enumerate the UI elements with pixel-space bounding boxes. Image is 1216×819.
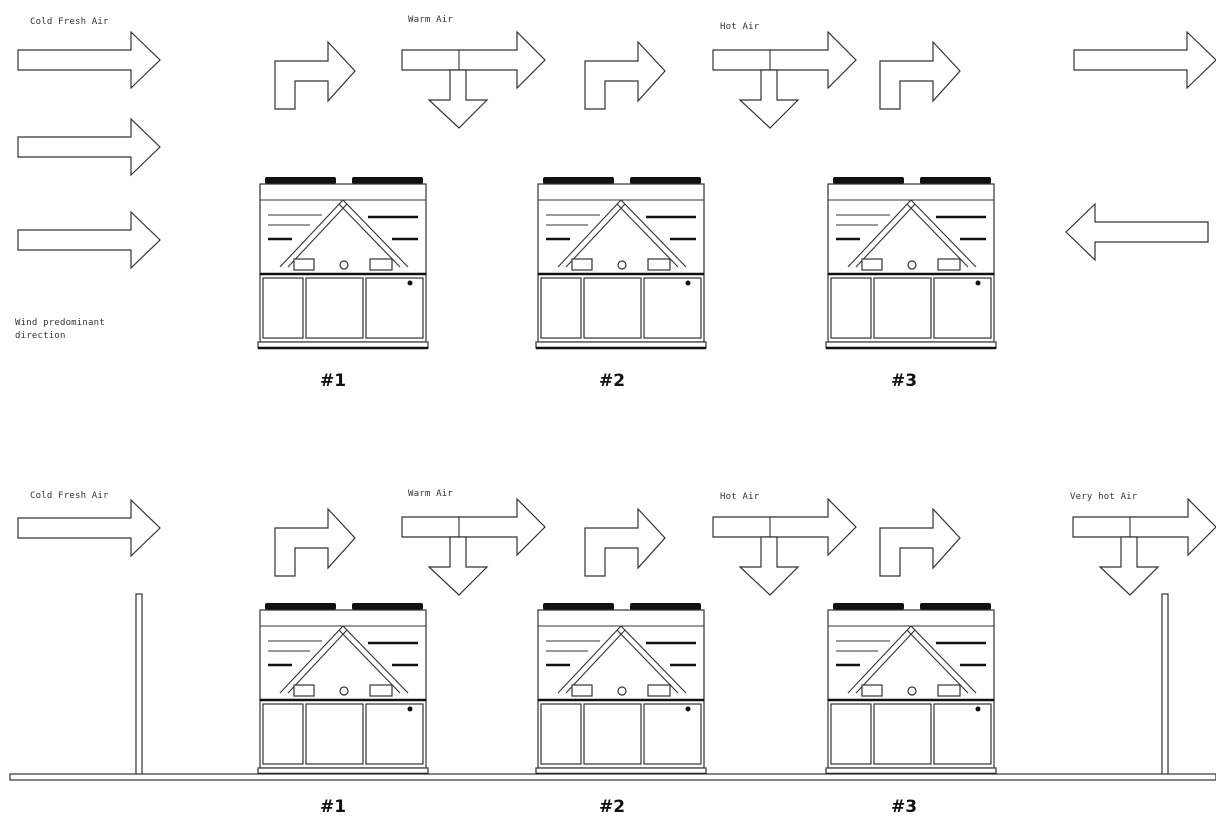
ground-line xyxy=(9,773,1216,781)
recirculation-arrow-icon xyxy=(401,31,546,129)
label-very-hot-air: Very hot Air xyxy=(1070,492,1138,502)
barrier-wall-right xyxy=(1161,593,1169,776)
chiller-unit-icon xyxy=(824,175,998,350)
recirculation-arrow-icon xyxy=(712,498,857,596)
recirculation-arrow-icon xyxy=(712,31,857,129)
unit-number-3: #3 xyxy=(891,797,917,817)
wind-arrow-icon xyxy=(1065,203,1209,261)
outflow-arrow-icon xyxy=(1073,31,1216,89)
inflow-arrow-icon xyxy=(17,499,161,557)
recirculation-arrow-icon xyxy=(401,498,546,596)
label-cold-fresh-air: Cold Fresh Air xyxy=(30,491,109,501)
barrier-wall-left xyxy=(135,593,143,776)
unit-number-2: #2 xyxy=(599,371,625,391)
bottom-diagram: Cold Fresh Air Warm Air Hot Air Very hot… xyxy=(9,489,1216,817)
rising-air-arrow-icon xyxy=(584,508,666,577)
rising-air-arrow-icon xyxy=(879,508,961,577)
label-hot-air: Hot Air xyxy=(720,22,760,32)
label-warm-air: Warm Air xyxy=(408,15,453,25)
chiller-unit-icon xyxy=(256,175,430,350)
rising-air-arrow-icon xyxy=(879,41,961,110)
rising-air-arrow-icon xyxy=(274,508,356,577)
label-warm-air: Warm Air xyxy=(408,489,453,499)
unit-number-3: #3 xyxy=(891,371,917,391)
unit-number-1: #1 xyxy=(320,371,346,391)
recirculation-arrow-icon xyxy=(1072,498,1216,596)
unit-number-2: #2 xyxy=(599,797,625,817)
chiller-unit-icon xyxy=(534,175,708,350)
rising-air-arrow-icon xyxy=(584,41,666,110)
inflow-arrow-icon xyxy=(17,211,161,269)
label-hot-air: Hot Air xyxy=(720,492,760,502)
label-wind-direction-2: direction xyxy=(15,331,66,341)
inflow-arrow-icon xyxy=(17,118,161,176)
chiller-unit-icon xyxy=(824,601,998,776)
chiller-unit-icon xyxy=(256,601,430,776)
label-cold-fresh-air: Cold Fresh Air xyxy=(30,17,109,27)
top-diagram: Cold Fresh Air Warm Air Hot Air Wind pre… xyxy=(15,15,1216,391)
chiller-unit-icon xyxy=(534,601,708,776)
label-wind-direction-1: Wind predominant xyxy=(15,318,105,328)
unit-number-1: #1 xyxy=(320,797,346,817)
inflow-arrow-icon xyxy=(17,31,161,89)
rising-air-arrow-icon xyxy=(274,41,356,110)
